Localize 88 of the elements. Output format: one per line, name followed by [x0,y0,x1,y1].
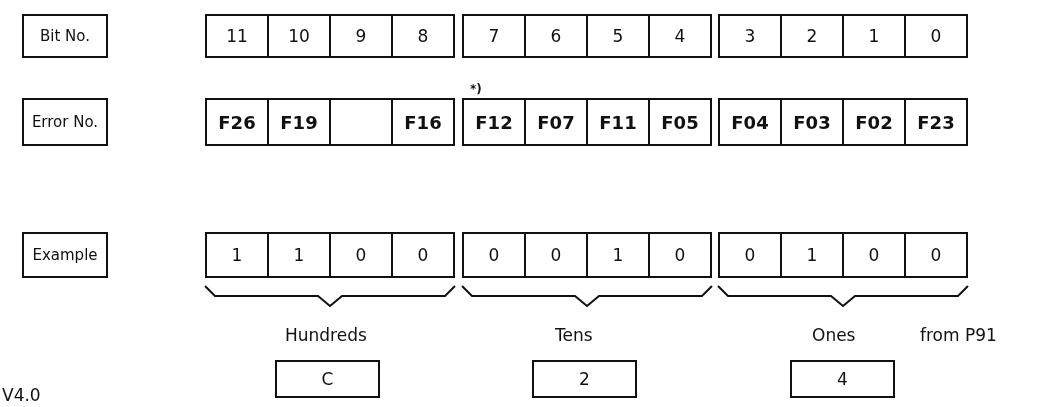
cell-text: 11 [226,26,248,46]
bit-cell [586,14,650,58]
bit-cell [718,14,782,58]
bit-cell [648,232,712,278]
error-code-cell [267,98,331,146]
error-code-cell [586,98,650,146]
footnote-mark: *) [470,82,482,96]
cell-text: 5 [612,26,624,46]
bit-cell [462,232,526,278]
bit-cell [586,232,650,278]
cell-text: 1 [868,26,880,46]
bit-cell [842,14,906,58]
cell-text: 1 [293,245,305,265]
bit-cell [780,14,844,58]
bit-cell [267,232,331,278]
error-code-cell [842,98,906,146]
digit-box [790,360,895,398]
cell-text: F19 [280,111,318,133]
cell-text: C [321,369,334,389]
cell-text: 3 [744,26,756,46]
cell-text: F03 [793,111,831,133]
cell-text: 0 [744,245,756,265]
group-label: Tens [555,325,593,345]
version-label: V4.0 [2,385,41,405]
cell-text: 0 [355,245,367,265]
error-code-cell [462,98,526,146]
cell-text: F12 [475,111,513,133]
heading-text: Example [32,246,98,264]
bit-cell [329,14,393,58]
digit-box [532,360,637,398]
cell-text: 0 [930,245,942,265]
bit-cell [842,232,906,278]
cell-text: F11 [599,111,637,133]
error-code-cell [205,98,269,146]
cell-text: F02 [855,111,893,133]
cell-text: 0 [674,245,686,265]
cell-text: 0 [868,245,880,265]
cell-text: F16 [404,111,442,133]
bit-cell [267,14,331,58]
heading-text: Error No. [31,113,99,131]
cell-text: F05 [661,111,699,133]
group-label: Hundreds [285,325,367,345]
cell-text: 1 [806,245,818,265]
error-code-cell [524,98,588,146]
cell-text: 0 [930,26,942,46]
row-heading [22,232,108,278]
bit-cell [329,232,393,278]
cell-text: 8 [417,26,429,46]
error-code-cell [648,98,712,146]
bit-cell [205,14,269,58]
cell-text: 2 [579,369,590,389]
cell-text: 0 [417,245,429,265]
cell-text: 0 [550,245,562,265]
digit-box [275,360,380,398]
cell-text: 4 [674,26,686,46]
cell-text: F23 [917,111,955,133]
cell-text: F07 [537,111,575,133]
bit-cell [391,232,455,278]
bit-cell [462,14,526,58]
error-code-cell [718,98,782,146]
bit-cell [718,232,782,278]
row-heading [22,98,108,146]
cell-text: 6 [550,26,562,46]
bit-cell [524,14,588,58]
cell-text: 0 [488,245,500,265]
error-code-cell [780,98,844,146]
bit-cell [648,14,712,58]
cell-text: 2 [806,26,818,46]
bit-cell [904,14,968,58]
row-heading [22,14,108,58]
cell-text: 1 [231,245,243,265]
cell-text: 10 [288,26,310,46]
bit-cell [391,14,455,58]
cell-text: F04 [731,111,769,133]
cell-text: F26 [218,111,256,133]
group-label: Ones [812,325,856,345]
bit-cell [524,232,588,278]
bit-cell [780,232,844,278]
cell-text: 7 [488,26,500,46]
bit-cell [904,232,968,278]
heading-text: Bit No. [40,27,90,45]
bit-cell [205,232,269,278]
cell-text: 1 [612,245,624,265]
error-code-cell [391,98,455,146]
cell-text: 4 [837,369,848,389]
error-code-cell [904,98,968,146]
note: from P91 [920,325,997,345]
cell-text: 9 [355,26,367,46]
